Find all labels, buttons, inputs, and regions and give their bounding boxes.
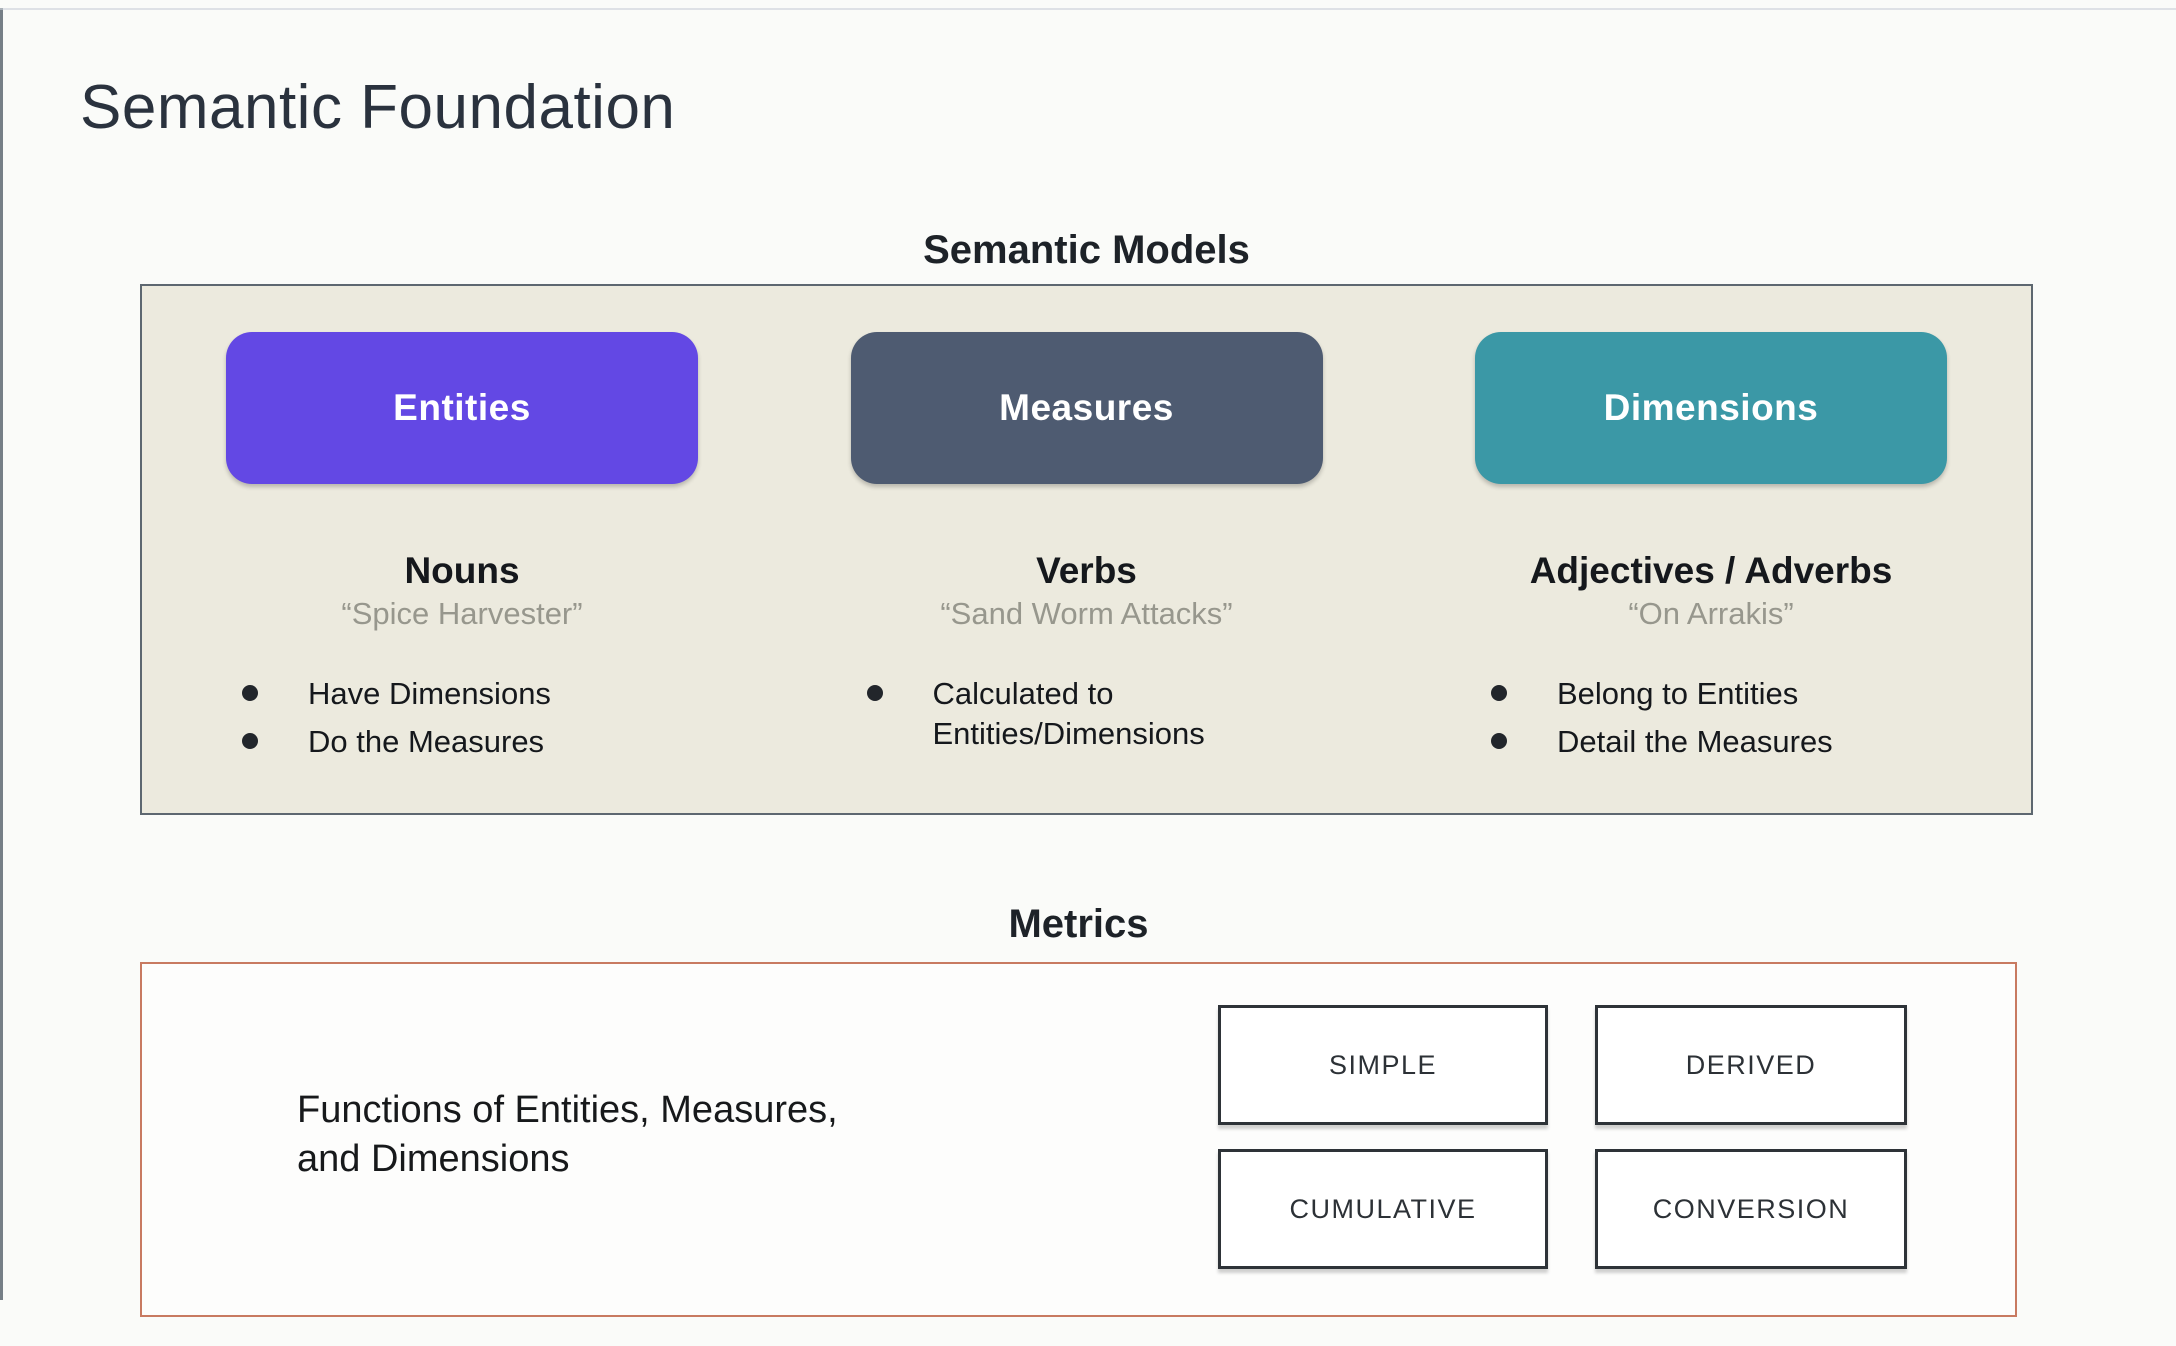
bullet-label: Calculated to Entities/Dimensions	[932, 676, 1205, 751]
bullet-label: Belong to Entities	[1557, 676, 1799, 711]
metric-type-conversion[interactable]: CONVERSION	[1595, 1149, 1907, 1269]
bullet-icon	[242, 732, 258, 749]
list-item: Belong to Entities	[1491, 674, 1931, 714]
bullet-icon	[242, 685, 258, 701]
dimensions-button[interactable]: Dimensions	[1475, 332, 1947, 484]
metrics-description: Functions of Entities, Measures, and Dim…	[297, 1086, 838, 1185]
bullet-label: Have Dimensions	[308, 676, 551, 711]
metrics-heading: Metrics	[1008, 902, 1149, 946]
metric-type-derived[interactable]: DERIVED	[1595, 1005, 1907, 1125]
page-title: Semantic Foundation	[80, 73, 676, 142]
measures-column: Measures Verbs “Sand Worm Attacks” Calcu…	[807, 286, 1367, 813]
metric-type-simple[interactable]: SIMPLE	[1218, 1005, 1548, 1125]
entities-example-quote: “Spice Harvester”	[341, 596, 583, 631]
metrics-panel: Functions of Entities, Measures, and Dim…	[140, 962, 2017, 1317]
list-item: Have Dimensions	[242, 674, 682, 714]
dimensions-column: Dimensions Adjectives / Adverbs “On Arra…	[1431, 286, 1991, 813]
dimensions-bullet-list: Belong to Entities Detail the Measures	[1491, 674, 1931, 761]
entities-button[interactable]: Entities	[226, 332, 698, 484]
entities-column: Entities Nouns “Spice Harvester” Have Di…	[182, 286, 742, 813]
dimensions-example-quote: “On Arrakis”	[1628, 596, 1794, 631]
bullet-label: Do the Measures	[308, 723, 545, 759]
dimensions-part-of-speech: Adjectives / Adverbs	[1529, 550, 1893, 591]
entities-bullet-list: Have Dimensions Do the Measures	[242, 674, 682, 761]
slide-top-edge-line	[0, 8, 2176, 10]
semantic-models-heading: Semantic Models	[923, 228, 1250, 272]
entities-part-of-speech: Nouns	[404, 550, 520, 591]
bullet-icon	[1491, 732, 1507, 749]
list-item: Calculated to Entities/Dimensions	[866, 674, 1307, 753]
measures-example-quote: “Sand Worm Attacks”	[940, 596, 1233, 631]
measures-part-of-speech: Verbs	[1036, 550, 1137, 591]
measures-button[interactable]: Measures	[850, 332, 1323, 484]
list-item: Do the Measures	[242, 722, 682, 762]
bullet-label: Detail the Measures	[1557, 723, 1833, 759]
metric-type-grid: SIMPLE DERIVED CUMULATIVE CONVERSION	[1218, 1005, 1907, 1269]
metrics-description-line2: and Dimensions	[297, 1138, 570, 1181]
slide-left-edge-line	[0, 8, 3, 1300]
list-item: Detail the Measures	[1491, 722, 1931, 762]
bullet-icon	[866, 685, 883, 701]
bullet-icon	[1491, 685, 1507, 701]
measures-bullet-list: Calculated to Entities/Dimensions	[866, 674, 1307, 753]
metrics-description-line1: Functions of Entities, Measures,	[297, 1089, 838, 1131]
metric-type-cumulative[interactable]: CUMULATIVE	[1218, 1149, 1548, 1269]
semantic-models-panel: Entities Nouns “Spice Harvester” Have Di…	[140, 284, 2033, 815]
